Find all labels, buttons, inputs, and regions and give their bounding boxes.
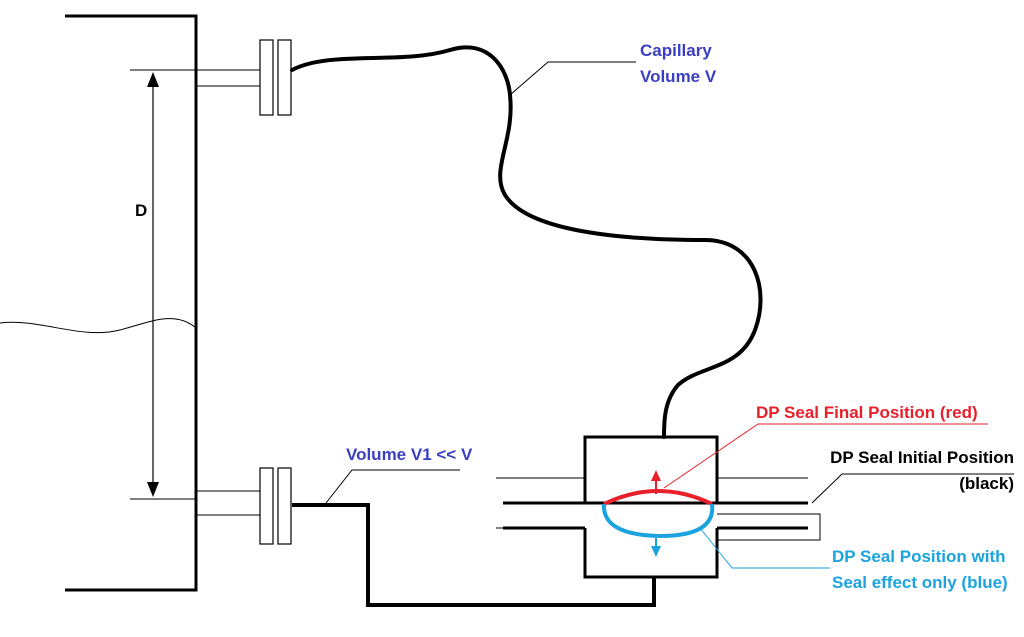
seal-effect-position xyxy=(601,503,715,539)
lower-nozzle xyxy=(196,467,292,545)
v1-pipe xyxy=(292,503,656,607)
final-leader xyxy=(663,423,988,489)
seal-effect-label-line1: DP Seal Position with xyxy=(832,547,1006,566)
initial-leader xyxy=(811,473,1014,504)
dp-cell-housing xyxy=(496,435,821,579)
initial-position-label-line2: (black) xyxy=(959,474,1014,493)
capillary-leader xyxy=(509,61,636,96)
seal-effect-label-line2: Seal effect only (blue) xyxy=(832,573,1008,592)
dimension-d xyxy=(130,69,196,500)
capillary-label-line1: Capillary xyxy=(640,41,712,60)
v1-label: Volume V1 << V xyxy=(346,445,473,464)
liquid-surface xyxy=(0,318,197,334)
v1-leader xyxy=(325,469,460,504)
initial-position-label-line1: DP Seal Initial Position xyxy=(830,448,1014,467)
upper-nozzle xyxy=(196,39,292,116)
dimension-d-label: D xyxy=(135,201,147,220)
capillary-label-line2: Volume V xyxy=(640,67,717,86)
tank-wall xyxy=(65,14,198,592)
capillary-line xyxy=(290,45,763,439)
seal-final-position xyxy=(603,489,713,506)
final-position-label: DP Seal Final Position (red) xyxy=(756,403,978,422)
seal-effect-leader xyxy=(699,527,830,569)
